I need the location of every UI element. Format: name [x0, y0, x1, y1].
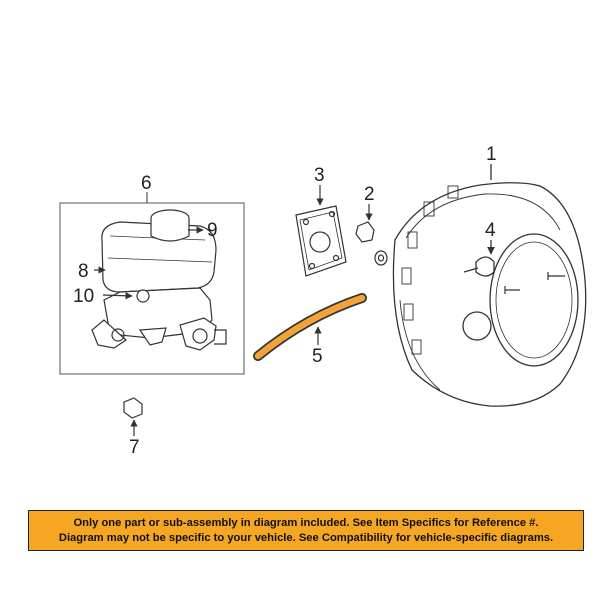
callout-3: 3 [314, 165, 325, 186]
vacuum-hose [253, 293, 367, 361]
disclaimer-line-2: Diagram may not be specific to your vehi… [58, 531, 554, 544]
callout-1: 1 [486, 144, 497, 165]
mounting-nut [123, 397, 143, 436]
callout-10: 10 [73, 286, 94, 307]
nut [355, 204, 388, 266]
level-sensor [136, 289, 150, 303]
disclaimer-line-1: Only one part or sub-assembly in diagram… [73, 516, 539, 529]
callout-5: 5 [312, 346, 323, 367]
callout-6: 6 [141, 173, 152, 194]
callout-4: 4 [485, 220, 496, 241]
callout-7: 7 [129, 437, 140, 458]
callout-8: 8 [78, 261, 89, 282]
disclaimer-banner: Only one part or sub-assembly in diagram… [28, 510, 584, 551]
brake-booster [392, 164, 587, 407]
callout-2: 2 [364, 184, 375, 205]
master-cylinder-assembly [59, 192, 245, 375]
gasket [295, 185, 347, 277]
callout-9: 9 [207, 220, 218, 241]
master-cylinder-frame [59, 202, 245, 375]
